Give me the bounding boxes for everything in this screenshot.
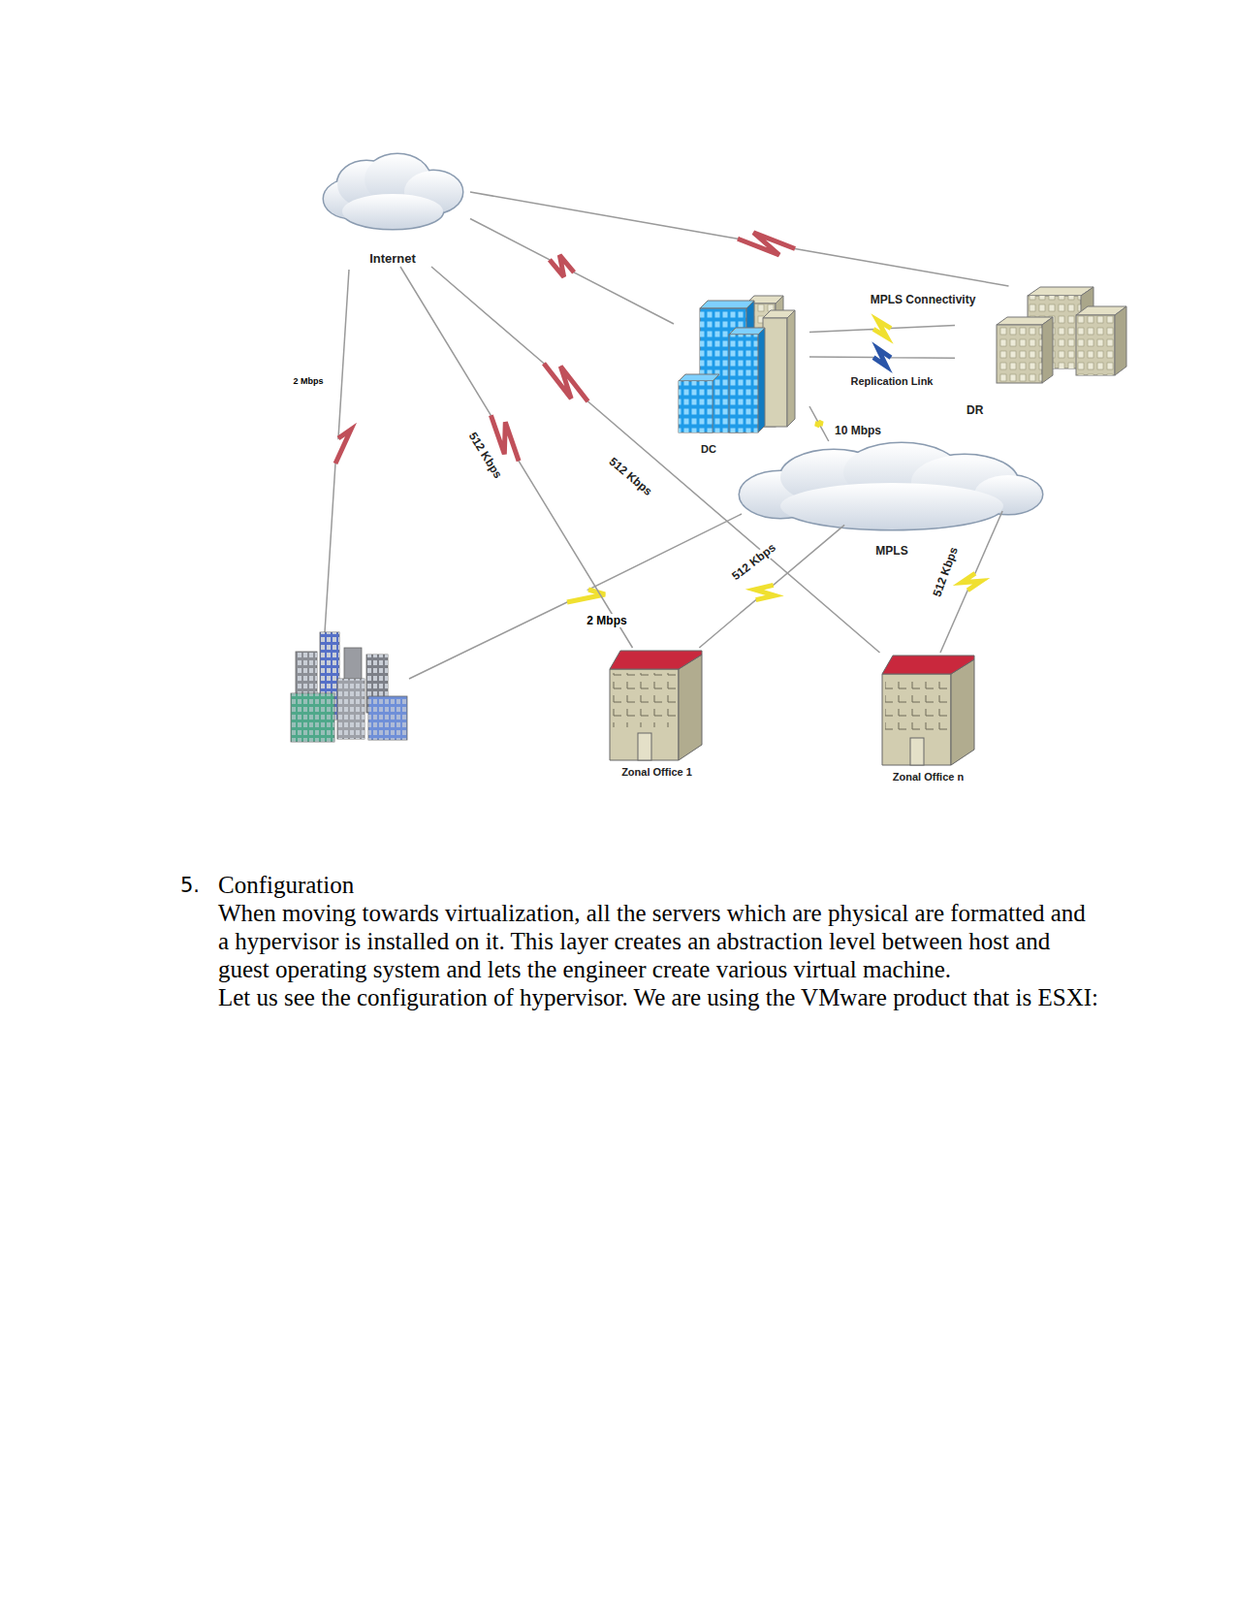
link-line — [698, 524, 845, 648]
dr-building — [996, 286, 1127, 383]
lightning-bolt — [873, 319, 891, 338]
link-line — [809, 348, 955, 367]
node-label: Zonal Office n — [892, 770, 964, 784]
mpls-cloud — [739, 443, 1043, 530]
node-label: DR — [966, 403, 983, 417]
network-link — [470, 191, 1010, 286]
lightning-bolt — [754, 584, 775, 600]
body-paragraph: When moving towards virtualization, all … — [218, 898, 1101, 983]
lightning-bolt — [873, 348, 891, 367]
list-number: 5. — [180, 871, 200, 900]
link-label: MPLS Connectivity — [868, 293, 979, 308]
link-line — [809, 406, 829, 442]
internet-cloud — [323, 154, 463, 229]
office-node: Zonal Office 1 — [596, 647, 718, 779]
link-label: 512 Kbps — [604, 453, 657, 500]
link-line — [809, 319, 955, 338]
city-links — [324, 269, 742, 679]
body-paragraph: Let us see the configuration of hypervis… — [218, 982, 1101, 1012]
lightning-bolt — [737, 232, 795, 255]
network-link — [470, 219, 674, 325]
link-label: Replication Link — [849, 375, 936, 388]
network-link — [698, 524, 845, 648]
building-node: DC — [673, 290, 810, 456]
network-link — [809, 406, 829, 442]
cloud-node: Internet — [315, 159, 471, 267]
zonal-office-building — [609, 650, 702, 761]
city-cluster — [290, 632, 408, 742]
network-link — [400, 266, 634, 648]
node-label: Internet — [369, 251, 416, 267]
lightning-bolt — [961, 572, 982, 591]
link-speed: 2 Mbps — [584, 613, 629, 628]
network-link — [809, 348, 955, 367]
link-label: 10 Mbps — [832, 424, 884, 439]
network-link — [809, 319, 955, 338]
network-link — [431, 266, 881, 653]
dc-building — [678, 295, 795, 433]
lightning-bolt — [549, 254, 574, 278]
node-label: MPLS — [875, 543, 908, 558]
building-node: DR — [954, 285, 1135, 417]
link-line — [400, 266, 634, 648]
link-line — [431, 266, 881, 653]
lightning-bolt — [817, 420, 823, 426]
zonal-office-building — [882, 655, 975, 765]
node-label: DC — [700, 443, 717, 456]
link-label: 512 Kbps — [930, 543, 963, 602]
lightning-bolt — [543, 363, 589, 402]
office-node: Zonal Office n — [867, 652, 989, 784]
link-line — [470, 191, 1010, 286]
link-label: 512 Kbps — [728, 539, 781, 585]
node-label: Zonal Office 1 — [621, 765, 693, 779]
cloud-node: MPLS — [733, 441, 1050, 558]
section-heading: Configuration — [218, 870, 354, 899]
link-line — [470, 219, 674, 325]
lightning-bolt — [490, 414, 519, 461]
link-speed: 2 Mbps — [290, 376, 325, 387]
